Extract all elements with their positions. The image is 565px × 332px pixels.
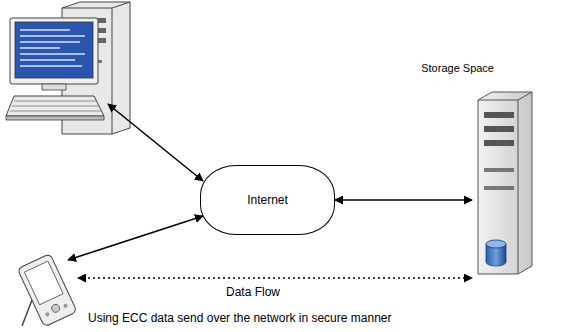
network-cloud: Internet	[200, 165, 335, 235]
stylus	[22, 300, 32, 326]
server-icon	[478, 92, 532, 274]
link-arrow	[68, 216, 203, 260]
link-arrow	[108, 104, 203, 181]
data-flow-line	[78, 277, 472, 278]
pda-icon	[17, 254, 77, 327]
node-label: Internet	[247, 193, 288, 207]
storage-server: Storage Space	[474, 98, 534, 276]
node-heading: Storage Space	[421, 62, 494, 74]
caption-note: Using ECC data send over the network in …	[88, 311, 392, 325]
computer-icon	[6, 2, 130, 134]
flow-label: Data Flow	[226, 285, 280, 299]
link-arrow	[335, 199, 472, 201]
